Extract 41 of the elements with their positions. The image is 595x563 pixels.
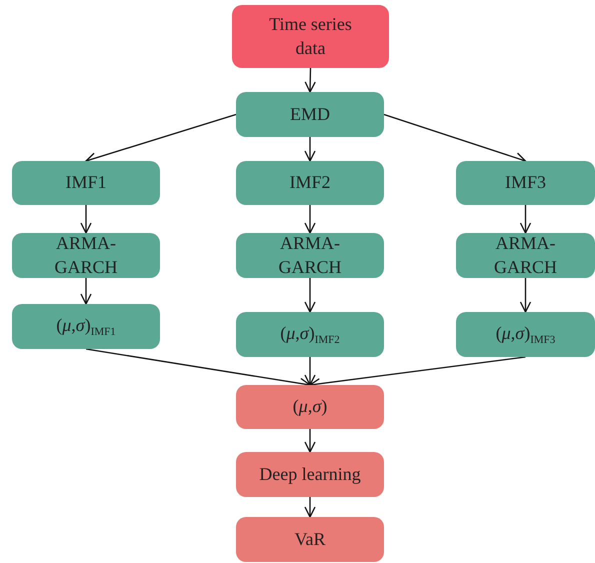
box-label: IMF1 [65, 171, 106, 194]
box-label: EMD [290, 102, 330, 126]
box-label: (μ,σ)$_{IMF1}$ [56, 314, 116, 340]
process-box [456, 233, 595, 278]
arrow [304, 429, 316, 453]
arrow [80, 278, 92, 305]
box-label: (μ,σ)$_{IMF3}$ [496, 322, 556, 348]
box-label: ARMA-GARCH [277, 232, 342, 278]
process-box [236, 92, 384, 137]
arrow [520, 205, 532, 234]
process-box [236, 517, 384, 562]
arrow [304, 205, 316, 234]
box-label: ARMA-GARCH [53, 232, 118, 278]
box-label: Time series data [268, 13, 353, 60]
box-label: Deep learning [259, 462, 361, 486]
process-box [232, 5, 389, 68]
process-box [12, 304, 160, 349]
process-box [456, 161, 595, 205]
box-label: VaR [294, 528, 326, 551]
process-box [236, 312, 384, 357]
box-label: ARMA-GARCH [492, 232, 558, 278]
arrow [520, 278, 532, 313]
process-box [456, 312, 595, 357]
arrow [80, 205, 92, 234]
arrow [304, 137, 316, 162]
arrow [85, 114, 236, 164]
process-box [236, 161, 384, 205]
process-box [236, 452, 384, 497]
arrow [384, 114, 526, 164]
arrow [304, 278, 316, 313]
process-box [236, 233, 384, 278]
process-box [12, 161, 160, 205]
box-label: IMF2 [289, 171, 330, 194]
arrow [304, 357, 316, 386]
box-label: (μ,σ) [292, 395, 328, 418]
process-box [12, 233, 160, 278]
arrow [304, 497, 316, 518]
box-label: (μ,σ)$_{IMF2}$ [280, 322, 340, 348]
process-box [236, 385, 384, 429]
arrow [304, 68, 316, 93]
box-label: IMF3 [504, 171, 546, 194]
